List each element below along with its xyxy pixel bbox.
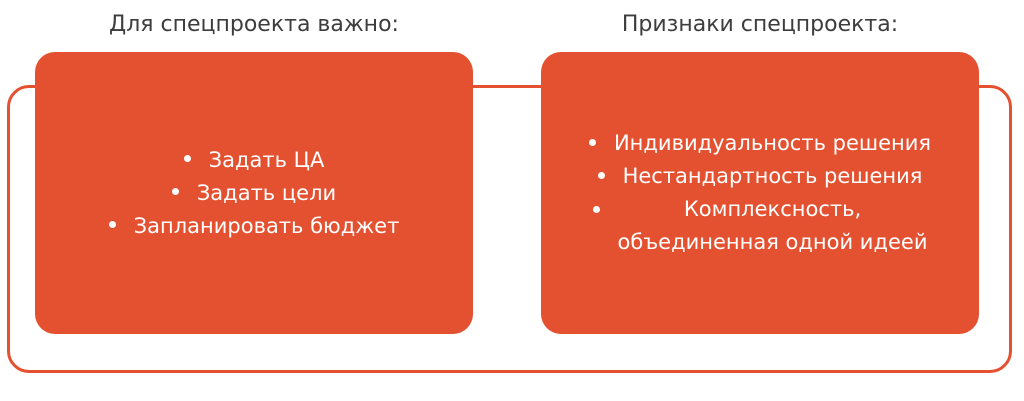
- list-item-text: Задать цели: [196, 180, 337, 205]
- list-item: Комплексность, объединенная одной идеей: [589, 193, 931, 259]
- right-bullet-list: Индивидуальность решения Нестандартность…: [588, 127, 932, 259]
- left-bullet-list: Задать ЦА Задать цели Запланировать бюдж…: [108, 144, 400, 243]
- list-item: Задать ЦА: [109, 144, 400, 177]
- list-item-text: Задать ЦА: [208, 147, 325, 172]
- right-heading: Признаки спецпроекта:: [621, 12, 899, 37]
- list-item: Нестандартность решения: [589, 160, 931, 193]
- left-heading: Для спецпроекта важно:: [109, 12, 399, 37]
- bullet-icon: [597, 171, 605, 179]
- bullet-icon: [183, 155, 191, 162]
- list-item-line-1: Комплексность,: [683, 197, 862, 221]
- list-item: Задать цели: [109, 177, 400, 210]
- bullet-icon: [592, 206, 600, 213]
- bullet-icon: [588, 138, 596, 146]
- list-item-text: Индивидуальность решения: [613, 131, 932, 155]
- right-card: Индивидуальность решения Нестандартность…: [541, 52, 979, 334]
- left-card: Задать ЦА Задать цели Запланировать бюдж…: [35, 52, 473, 334]
- bullet-icon: [108, 221, 116, 228]
- list-item-text: Комплексность, объединенная одной идеей: [618, 193, 928, 259]
- bullet-icon: [171, 188, 179, 195]
- list-item: Индивидуальность решения: [588, 127, 932, 160]
- list-item-text: Нестандартность решения: [622, 164, 923, 188]
- list-item-text: Запланировать бюджет: [133, 213, 400, 238]
- list-item-line-2: объединенная одной идеей: [617, 230, 928, 254]
- list-item: Запланировать бюджет: [108, 210, 400, 243]
